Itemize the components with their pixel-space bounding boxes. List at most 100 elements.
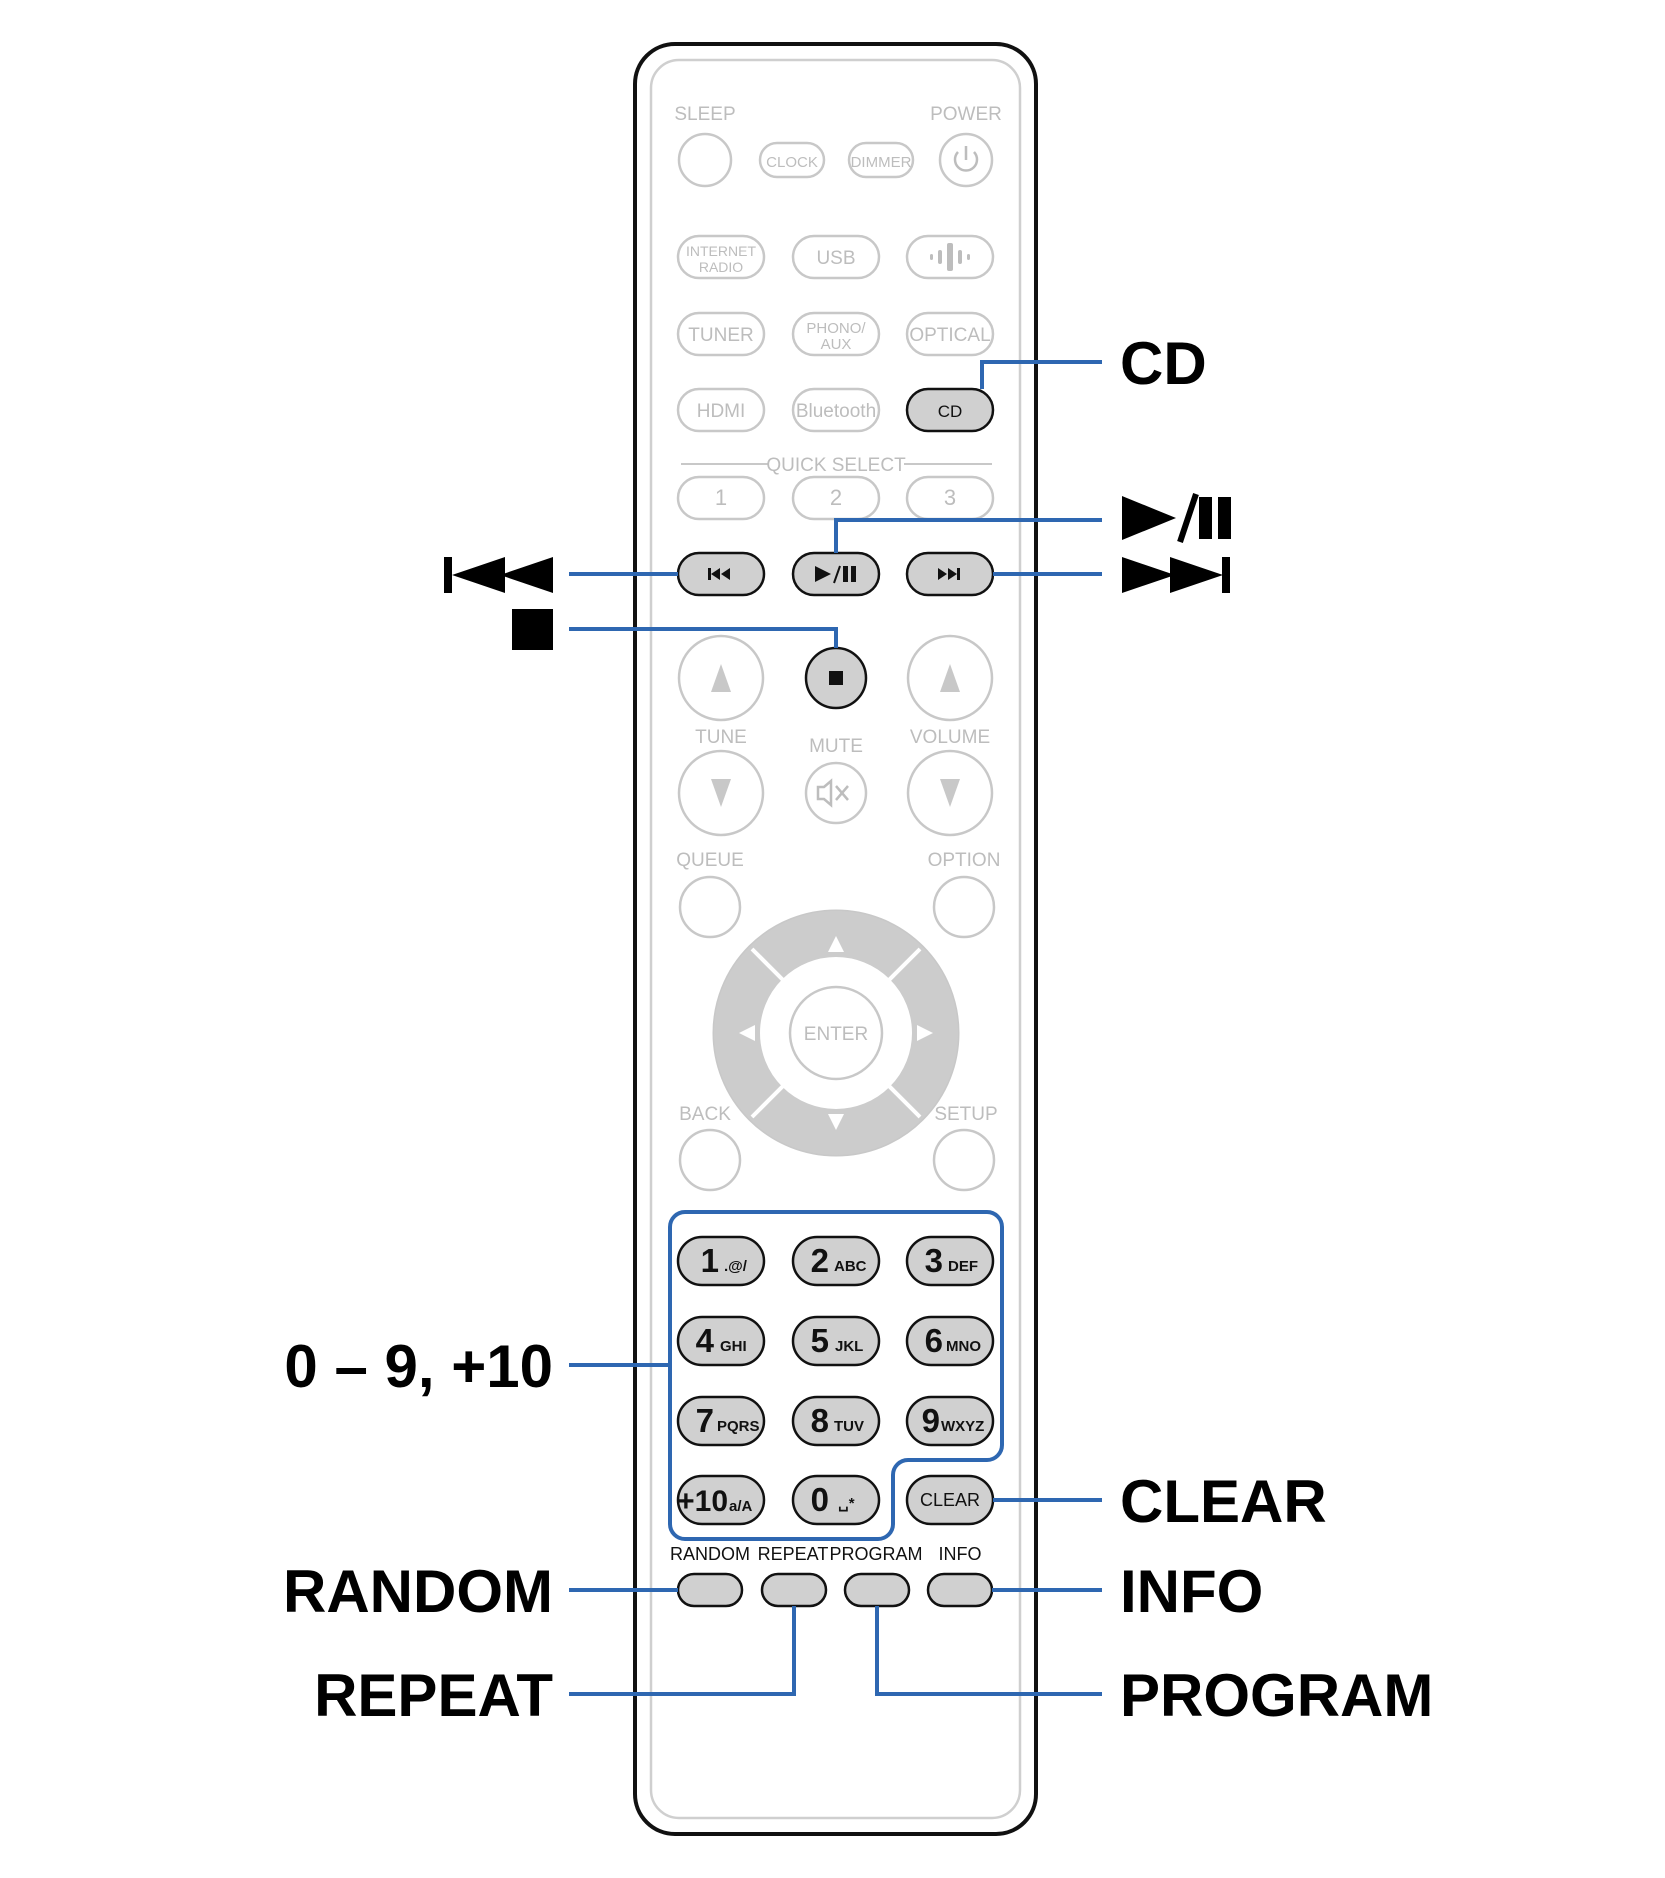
tune-down-icon [711, 779, 731, 807]
clear-callout: CLEAR [1120, 1468, 1327, 1535]
key-5-sub: JKL [835, 1338, 863, 1355]
skip-back-callout [444, 557, 553, 593]
keypad-highlight [668, 1210, 1004, 1541]
optical-label: OPTICAL [909, 325, 990, 346]
key-9-label: 9 [922, 1402, 940, 1439]
dpad-up-icon [828, 936, 844, 952]
quick-select-1-button[interactable] [676, 475, 766, 521]
usb-label: USB [816, 248, 855, 269]
repeat-label: REPEAT [758, 1544, 829, 1564]
repeat-leader [569, 1606, 796, 1696]
cd-button[interactable] [905, 387, 995, 433]
key-8-button[interactable] [791, 1395, 881, 1447]
numbers-callout: 0 – 9, +10 [284, 1333, 553, 1400]
dpad-right-icon [917, 1025, 933, 1041]
tuner-label: TUNER [688, 325, 753, 346]
hdmi-button[interactable] [676, 387, 766, 433]
key-5-button[interactable] [791, 1315, 881, 1367]
key-6-button[interactable] [905, 1315, 995, 1367]
queue-label: QUEUE [676, 850, 744, 871]
enter-label: ENTER [804, 1024, 868, 1045]
key-plus10-label: +10 [677, 1485, 728, 1518]
key-1-label: 1 [701, 1242, 719, 1279]
tune-label: TUNE [695, 727, 747, 748]
heos-icon [930, 243, 970, 271]
usb-button[interactable] [791, 234, 881, 280]
key-0-sub: ␣* [838, 1495, 855, 1512]
tuner-button[interactable] [676, 311, 766, 357]
random-button[interactable] [676, 1572, 744, 1608]
program-callout: PROGRAM [1120, 1662, 1433, 1729]
info-button[interactable] [926, 1572, 994, 1608]
dimmer-button[interactable] [847, 141, 915, 179]
keypad: 1 .@/ 2 ABC 3 DEF 4 GHI 5 JKL 6 MNO 7 PQ… [676, 1235, 995, 1526]
quick-select-label: QUICK SELECT [766, 455, 906, 476]
stop-icon [829, 671, 843, 685]
key-3-button[interactable] [905, 1235, 995, 1287]
play-pause-leader [834, 518, 1102, 553]
play-pause-callout [1122, 493, 1231, 543]
key-6-sub: MNO [946, 1338, 981, 1355]
skip-forward-callout [1122, 557, 1230, 593]
key-6-label: 6 [925, 1322, 943, 1359]
key-plus10-sub: a/A [729, 1498, 753, 1515]
dimmer-label: DIMMER [851, 154, 912, 171]
clock-label: CLOCK [766, 154, 818, 171]
skip-forward-icon [938, 568, 960, 580]
sleep-button[interactable] [677, 132, 733, 188]
dpad-down-icon [828, 1114, 844, 1130]
key-plus10-button[interactable] [676, 1474, 766, 1526]
clock-button[interactable] [758, 141, 826, 179]
bluetooth-label: Bluetooth [796, 401, 876, 422]
key-9-button[interactable] [905, 1395, 995, 1447]
back-button[interactable] [678, 1128, 742, 1192]
remote-body-inner [649, 58, 1022, 1820]
clear-button-label: CLEAR [920, 1490, 980, 1510]
key-0-button[interactable] [791, 1474, 881, 1526]
info-label: INFO [939, 1544, 982, 1564]
option-button[interactable] [932, 875, 996, 939]
key-2-label: 2 [811, 1242, 829, 1279]
info-callout: INFO [1120, 1558, 1263, 1625]
power-label: POWER [930, 104, 1002, 125]
internet-radio-label-2: RADIO [699, 259, 743, 275]
mute-icon [816, 778, 849, 808]
queue-button[interactable] [678, 875, 742, 939]
key-8-sub: TUV [834, 1418, 864, 1435]
phono-aux-label-1: PHONO/ [806, 320, 866, 337]
key-1-sub: .@/ [724, 1258, 748, 1275]
program-label: PROGRAM [829, 1544, 922, 1564]
quick-select-2-label: 2 [830, 485, 842, 510]
play-pause-icon [815, 565, 856, 584]
key-7-label: 7 [696, 1402, 714, 1439]
cd-button-label: CD [938, 402, 963, 421]
phono-aux-button[interactable] [791, 311, 881, 357]
tune-up-icon [711, 664, 731, 692]
dpad-ring-fill [714, 911, 958, 1155]
key-2-button[interactable] [791, 1235, 881, 1287]
setup-label: SETUP [934, 1104, 997, 1125]
play-pause-button[interactable] [791, 551, 881, 597]
key-7-button[interactable] [676, 1395, 766, 1447]
key-0-label: 0 [811, 1481, 829, 1518]
volume-down-icon [940, 779, 960, 807]
mute-button[interactable] [804, 761, 868, 825]
enter-button[interactable] [788, 985, 884, 1081]
key-3-label: 3 [925, 1242, 943, 1279]
mute-label: MUTE [809, 736, 863, 757]
key-5-label: 5 [811, 1322, 829, 1359]
repeat-button[interactable] [760, 1572, 828, 1608]
key-4-button[interactable] [676, 1315, 766, 1367]
internet-radio-button[interactable] [676, 234, 766, 280]
key-1-button[interactable] [676, 1235, 766, 1287]
optical-button[interactable] [905, 311, 995, 357]
bluetooth-button[interactable] [791, 387, 881, 433]
phono-aux-label-2: AUX [821, 336, 852, 353]
key-4-label: 4 [696, 1322, 715, 1359]
stop-leader [569, 627, 838, 648]
program-button[interactable] [843, 1572, 911, 1608]
power-icon [953, 146, 979, 172]
hdmi-label: HDMI [697, 401, 746, 422]
setup-button[interactable] [932, 1128, 996, 1192]
